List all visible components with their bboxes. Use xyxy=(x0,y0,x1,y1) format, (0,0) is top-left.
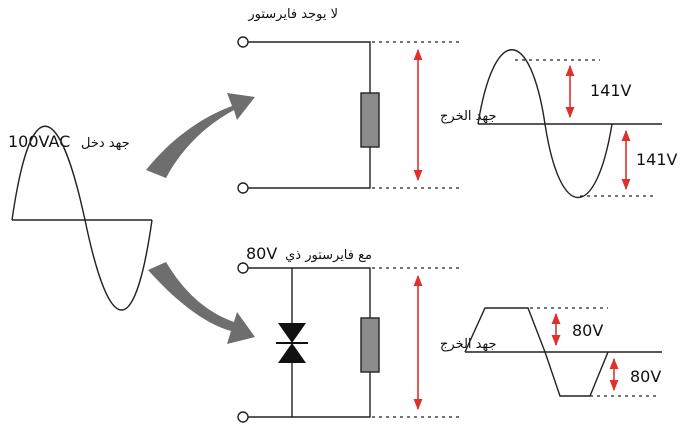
bottom-circuit-rating: 80V xyxy=(246,244,277,263)
top-negative-peak-label: 141V xyxy=(636,150,678,169)
top-output-label: جهد الخرج xyxy=(440,109,497,124)
top-terminal-upper xyxy=(237,36,249,48)
bottom-output-waveform: 80V 80V xyxy=(464,307,662,397)
bottom-circuit-title: مع فايرستور ذي xyxy=(285,248,372,263)
bottom-terminal-upper xyxy=(237,262,249,274)
input-voltage-label: 100VAC xyxy=(8,132,70,151)
input-section: 100VAC جهد دخل xyxy=(8,125,153,311)
input-title-label: جهد دخل xyxy=(81,136,130,151)
bottom-circuit: 80V مع فايرستور ذي جهد الخرج xyxy=(237,244,497,423)
top-output-sine xyxy=(477,49,613,199)
top-output-waveform: 141V 141V xyxy=(477,49,678,199)
input-sine-wave xyxy=(11,125,153,311)
bottom-resistor xyxy=(360,317,380,373)
top-terminal-lower xyxy=(237,182,249,194)
bottom-wire-upper xyxy=(248,267,371,318)
bottom-terminal-lower xyxy=(237,411,249,423)
bottom-wire-lower xyxy=(248,372,371,418)
top-wire-lower xyxy=(248,147,371,189)
top-circuit-title: لا يوجد فايرستور xyxy=(247,7,338,22)
top-circuit: لا يوجد فايرستور جهد الخرج xyxy=(237,7,497,194)
top-resistor xyxy=(360,92,380,148)
varistor-symbol xyxy=(276,323,308,363)
top-branch-arrow xyxy=(146,93,255,178)
bottom-branch-arrow xyxy=(148,262,255,344)
top-positive-peak-label: 141V xyxy=(590,81,632,100)
bottom-negative-clip-label: 80V xyxy=(630,367,661,386)
top-wire-upper xyxy=(248,41,371,93)
bottom-positive-clip-label: 80V xyxy=(572,321,603,340)
